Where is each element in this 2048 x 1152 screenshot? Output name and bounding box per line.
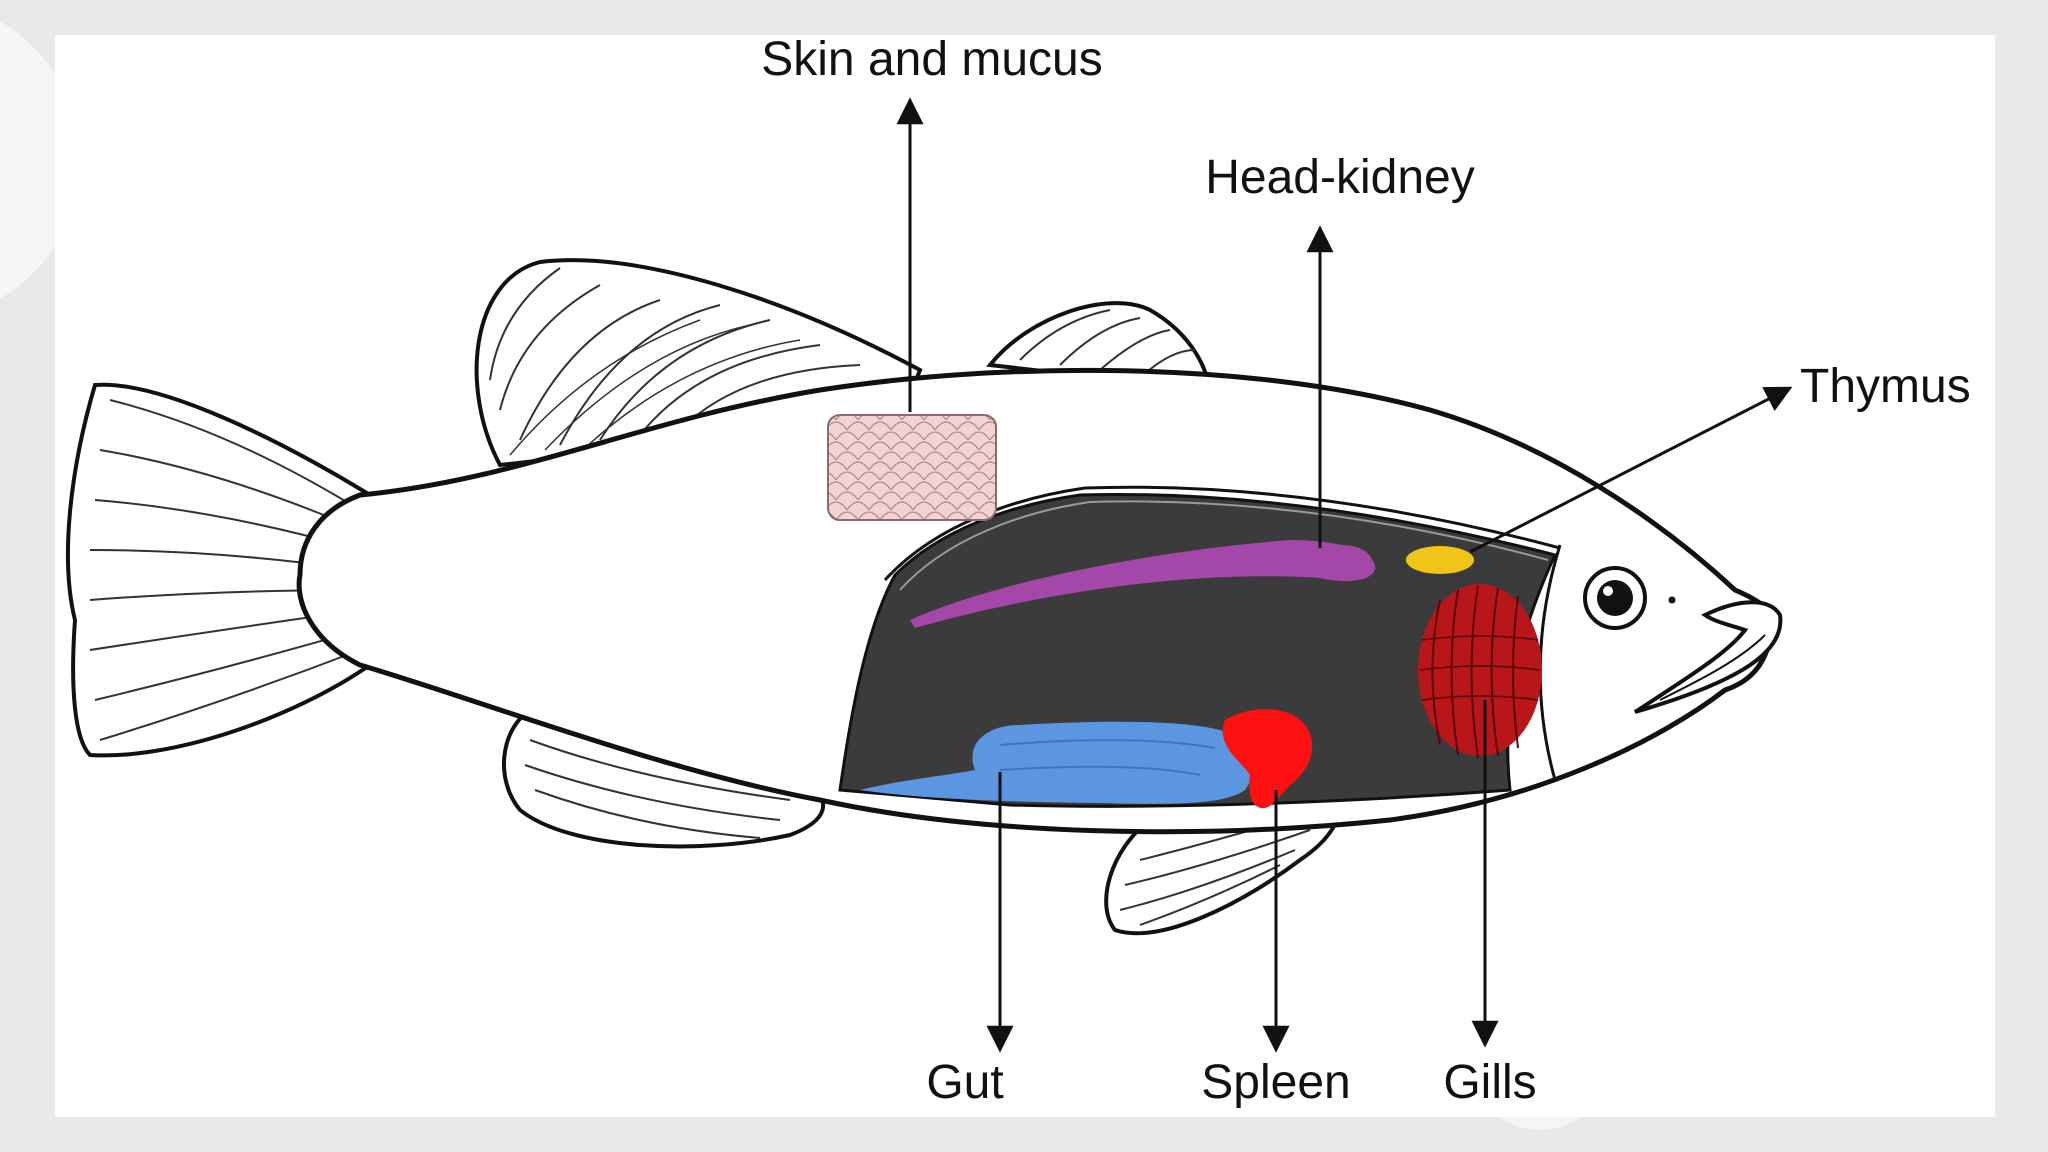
label-skin-and-mucus: Skin and mucus [761,33,1103,86]
label-spleen: Spleen [1201,1056,1350,1109]
gills-organ [1418,584,1542,759]
spleen-organ [1222,709,1313,809]
head-kidney-lobe [1312,545,1372,579]
gut-fold-line [999,739,1216,776]
caudal-fin [65,382,372,758]
label-head-kidney: Head-kidney [1205,151,1474,204]
fish-lip-line [1659,634,1766,701]
label-gills: Gills [1443,1056,1536,1109]
anal-fin [502,707,826,849]
thymus-arrow [1469,386,1793,554]
cavity-wall-inner [899,500,1549,591]
head-kidney-organ [910,540,1376,628]
fish-eye [1583,566,1676,630]
label-gut: Gut [926,1056,1003,1109]
cavity-wall [883,485,1561,582]
pelvic-fin [1104,802,1341,936]
fish-mouth [1633,600,1783,714]
thymus-organ [1406,546,1474,574]
label-thymus: Thymus [1800,360,1971,413]
skin-patch [827,414,997,521]
